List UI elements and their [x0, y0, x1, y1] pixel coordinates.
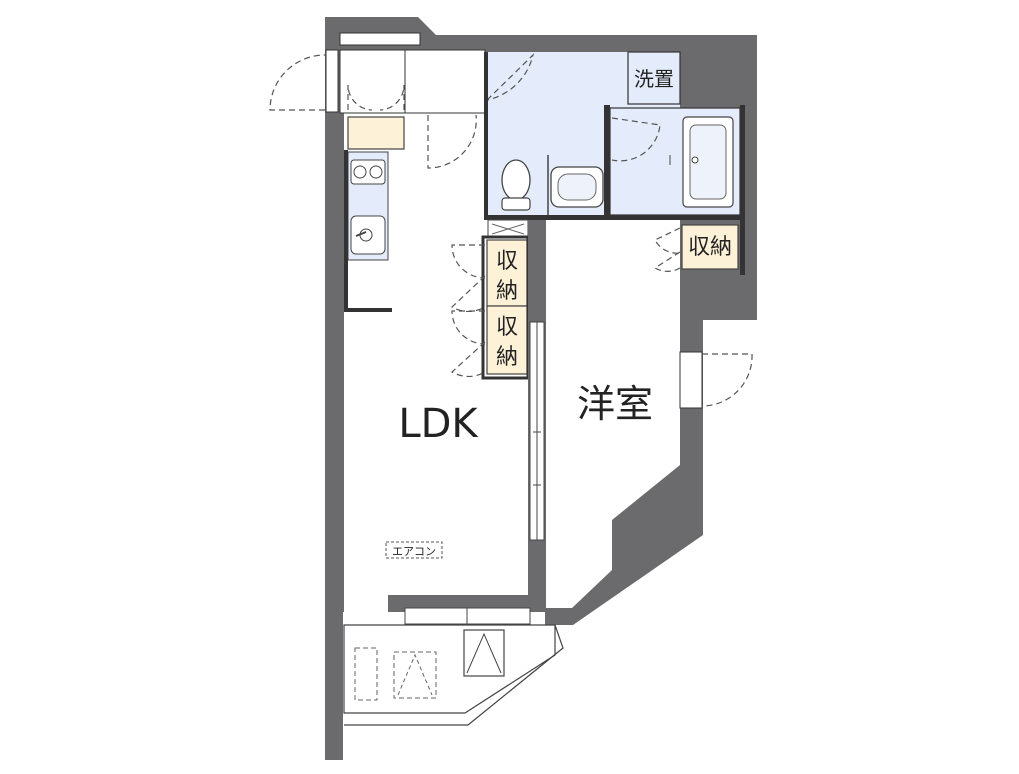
storage-2-door-swing	[451, 310, 486, 345]
storage-1-label-a: 収	[496, 249, 518, 274]
storage-2-box	[486, 305, 528, 375]
western-room-label: 洋室	[577, 382, 653, 426]
ldk-label: LDK	[398, 401, 479, 447]
wall-bath-west	[604, 105, 610, 217]
toilet	[501, 159, 531, 201]
window-swing	[701, 353, 753, 407]
laundry-space	[627, 51, 681, 105]
aircon-label: エアコン	[392, 545, 436, 558]
wall-bath-right	[740, 105, 745, 275]
storage-3-label: 収納	[688, 235, 732, 260]
storage-1-label-b: 納	[496, 279, 518, 304]
outdoor-unit-2	[393, 651, 437, 699]
entrance-door-swing	[269, 54, 326, 111]
storage-3-door-swing	[654, 227, 681, 254]
laundry-label: 洗置	[634, 67, 674, 91]
entrance-top-window	[339, 32, 421, 46]
storage-1b-door-swing	[451, 275, 486, 313]
fridge-space	[347, 116, 405, 150]
ldk-door-swing	[427, 114, 477, 169]
wall-wet-bottom	[484, 215, 741, 220]
washroom-door-swing	[486, 53, 535, 101]
aircon-box	[385, 541, 443, 559]
water-heater	[463, 629, 505, 677]
shoe-cabinet-door-left	[347, 84, 373, 111]
western-room-floor	[546, 220, 680, 608]
storage-3b-door-swing	[653, 251, 681, 272]
storage-1-door-swing	[451, 244, 486, 279]
kitchen-wall	[344, 150, 348, 310]
entrance-floor	[339, 49, 486, 114]
storage-3-box	[681, 224, 739, 270]
balcony-rail	[344, 624, 564, 726]
storage-2-label-b: 納	[496, 345, 518, 370]
storage-2b-door-swing	[450, 341, 486, 378]
bathroom-door-swing	[611, 117, 661, 162]
storage-1-box	[486, 239, 528, 307]
outdoor-unit-1	[354, 647, 378, 701]
storage-2-label-a: 収	[496, 315, 518, 340]
wall-ldk-toilet	[484, 52, 488, 220]
shoe-cabinet-door-right	[379, 84, 405, 111]
